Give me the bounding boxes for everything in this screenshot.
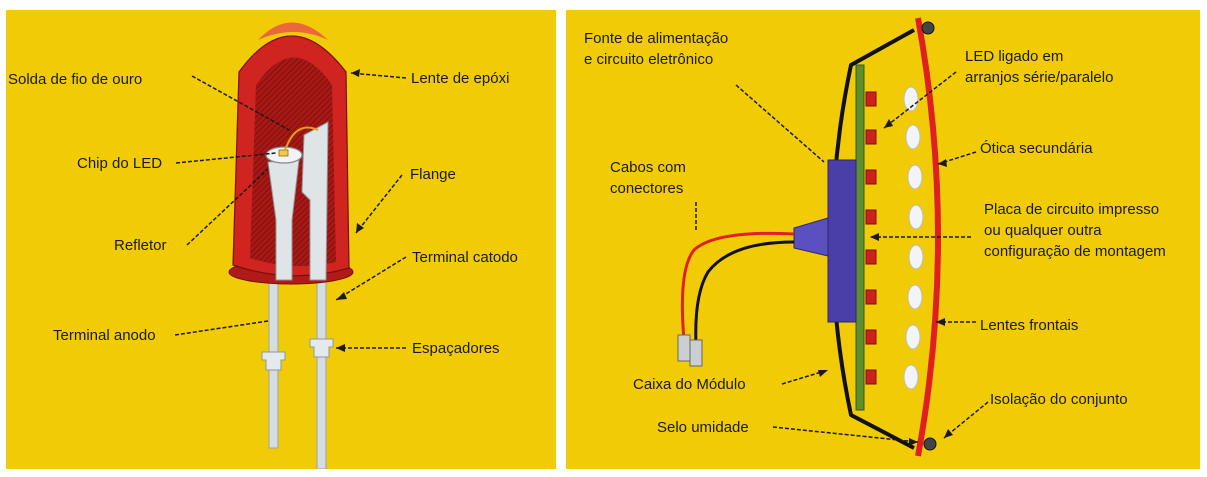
label-gold-wire: Solda de fio de ouro [8,71,143,88]
led-chip [278,149,289,157]
led-leader-lines [174,72,407,349]
led-array [865,86,924,390]
connector-red [677,334,691,362]
label-epoxy-lens: Lente de epóxi [411,70,510,87]
label-moisture-seal: Selo umidade [657,419,749,436]
label-chip: Chip do LED [77,155,163,172]
led-cutaway-panel: Solda de fio de ouro Lente de epóxi Chip… [6,10,556,469]
cathode-lead [316,277,327,469]
label-module-box: Caixa do Módulo [633,376,746,393]
label-insulation: Isolação do conjunto [990,391,1128,408]
label-cables: Cabos com conectores [610,159,686,197]
label-led-array: LED ligado em arranjos série/paralelo [965,48,1114,86]
led-unit [865,324,921,350]
gold-wire [284,126,319,151]
module-leader-lines [695,71,989,443]
cathode-post [301,121,329,281]
label-spacers: Espaçadores [412,340,500,357]
led-unit [865,124,921,150]
driver-block [827,159,857,323]
led-unit [865,86,919,112]
label-anode: Terminal anodo [53,327,156,344]
seal-bolt-top [921,21,935,35]
label-reflector: Refletor [114,237,167,254]
dome-highlight [258,22,328,40]
label-pcb: Placa de circuito impresso ou qualquer o… [984,201,1166,260]
label-power-source: Fonte de alimentação e circuito eletrôni… [584,30,729,68]
label-secondary-optics: Ótica secundária [980,140,1093,157]
led-unit [865,164,923,190]
anode-spacer [261,351,286,371]
led-cutaway-drawing [174,22,407,469]
led-module-drawing [677,17,989,457]
cable-red [680,231,795,341]
led-unit [865,284,923,310]
label-cathode: Terminal catodo [412,249,518,266]
seal-bolt-bottom [923,437,937,451]
led-unit [865,244,924,270]
cable-gland [793,217,829,257]
module-leader-arrowheads [818,119,953,446]
connector-black [689,339,703,367]
cathode-spacer [309,338,334,358]
pcb-strip [855,64,865,411]
cable-black [694,240,795,346]
led-unit [865,364,919,390]
led-leader-arrowheads [336,69,364,352]
label-flange: Flange [410,166,456,183]
led-module-panel: Fonte de alimentação e circuito eletrôni… [566,10,1200,469]
label-front-lens: Lentes frontais [980,317,1079,334]
led-unit [865,204,924,230]
